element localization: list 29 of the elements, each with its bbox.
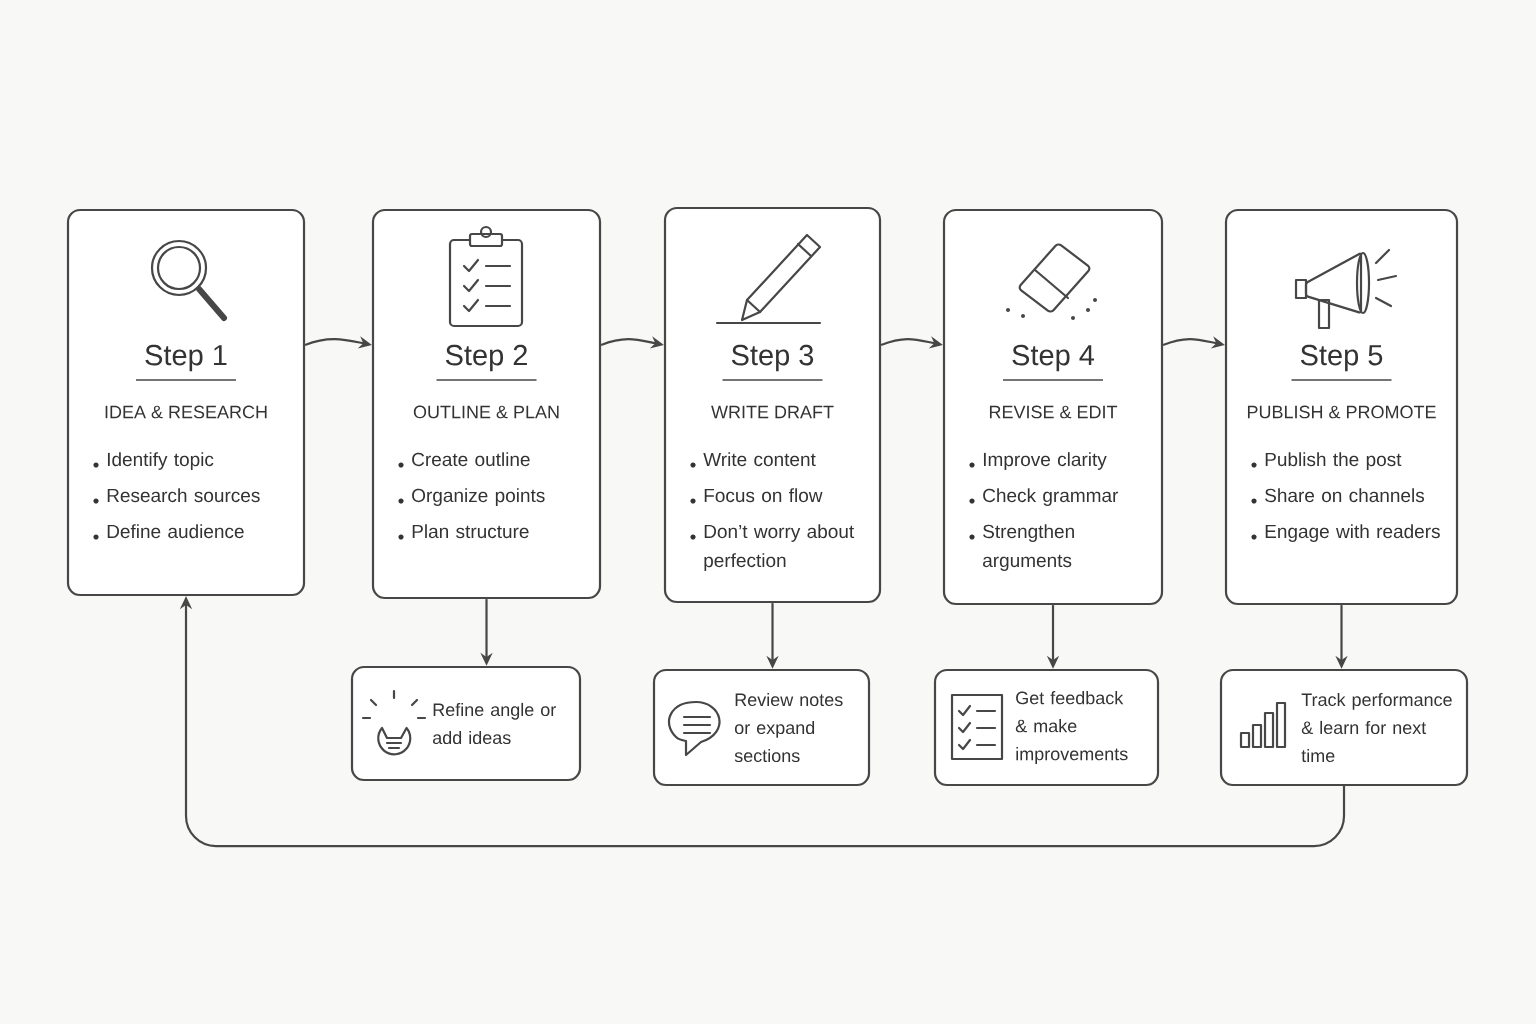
note-text: Review notes or expand sections (734, 692, 843, 763)
bullet-item: Define audience (93, 524, 244, 540)
step-title: WRITE DRAFT (711, 405, 834, 419)
bullet-item: Engage with readers (1251, 524, 1440, 542)
bullet-item: Publish the post (1251, 452, 1402, 470)
bullet-item: Write content (690, 452, 816, 468)
bullet-item: Identify topic (93, 452, 214, 470)
step-title: IDEA & RESEARCH (105, 405, 267, 419)
bullet-item: Organize points (398, 488, 545, 506)
step-heading: Step 4 (1012, 344, 1095, 372)
bullet-item: Focus on flow (690, 488, 823, 504)
bullet-item: Don’t worry about perfection (690, 524, 855, 571)
bullet-item: Research sources (93, 488, 260, 504)
bullet-item: Share on channels (1251, 488, 1425, 504)
step-heading: Step 1 (145, 344, 227, 372)
note-text: Get feedback & make improvements (1015, 691, 1128, 764)
bullet-item: Check grammar (969, 488, 1119, 506)
note-text: Track performance & learn for next time (1301, 692, 1452, 763)
step-title: PUBLISH & PROMOTE (1247, 405, 1436, 419)
step-heading: Step 5 (1300, 344, 1383, 372)
step-title: REVISE & EDIT (989, 405, 1118, 419)
bullet-item: Strengthen arguments (969, 524, 1074, 571)
note-text: Refine angle or add ideas (433, 702, 556, 745)
bullet-item: Create outline (398, 452, 530, 468)
bullet-item: Plan structure (398, 524, 529, 540)
step-heading: Step 2 (445, 344, 527, 372)
step-heading: Step 3 (731, 344, 814, 372)
bullet-item: Improve clarity (969, 452, 1107, 470)
step-title: OUTLINE & PLAN (413, 405, 559, 419)
